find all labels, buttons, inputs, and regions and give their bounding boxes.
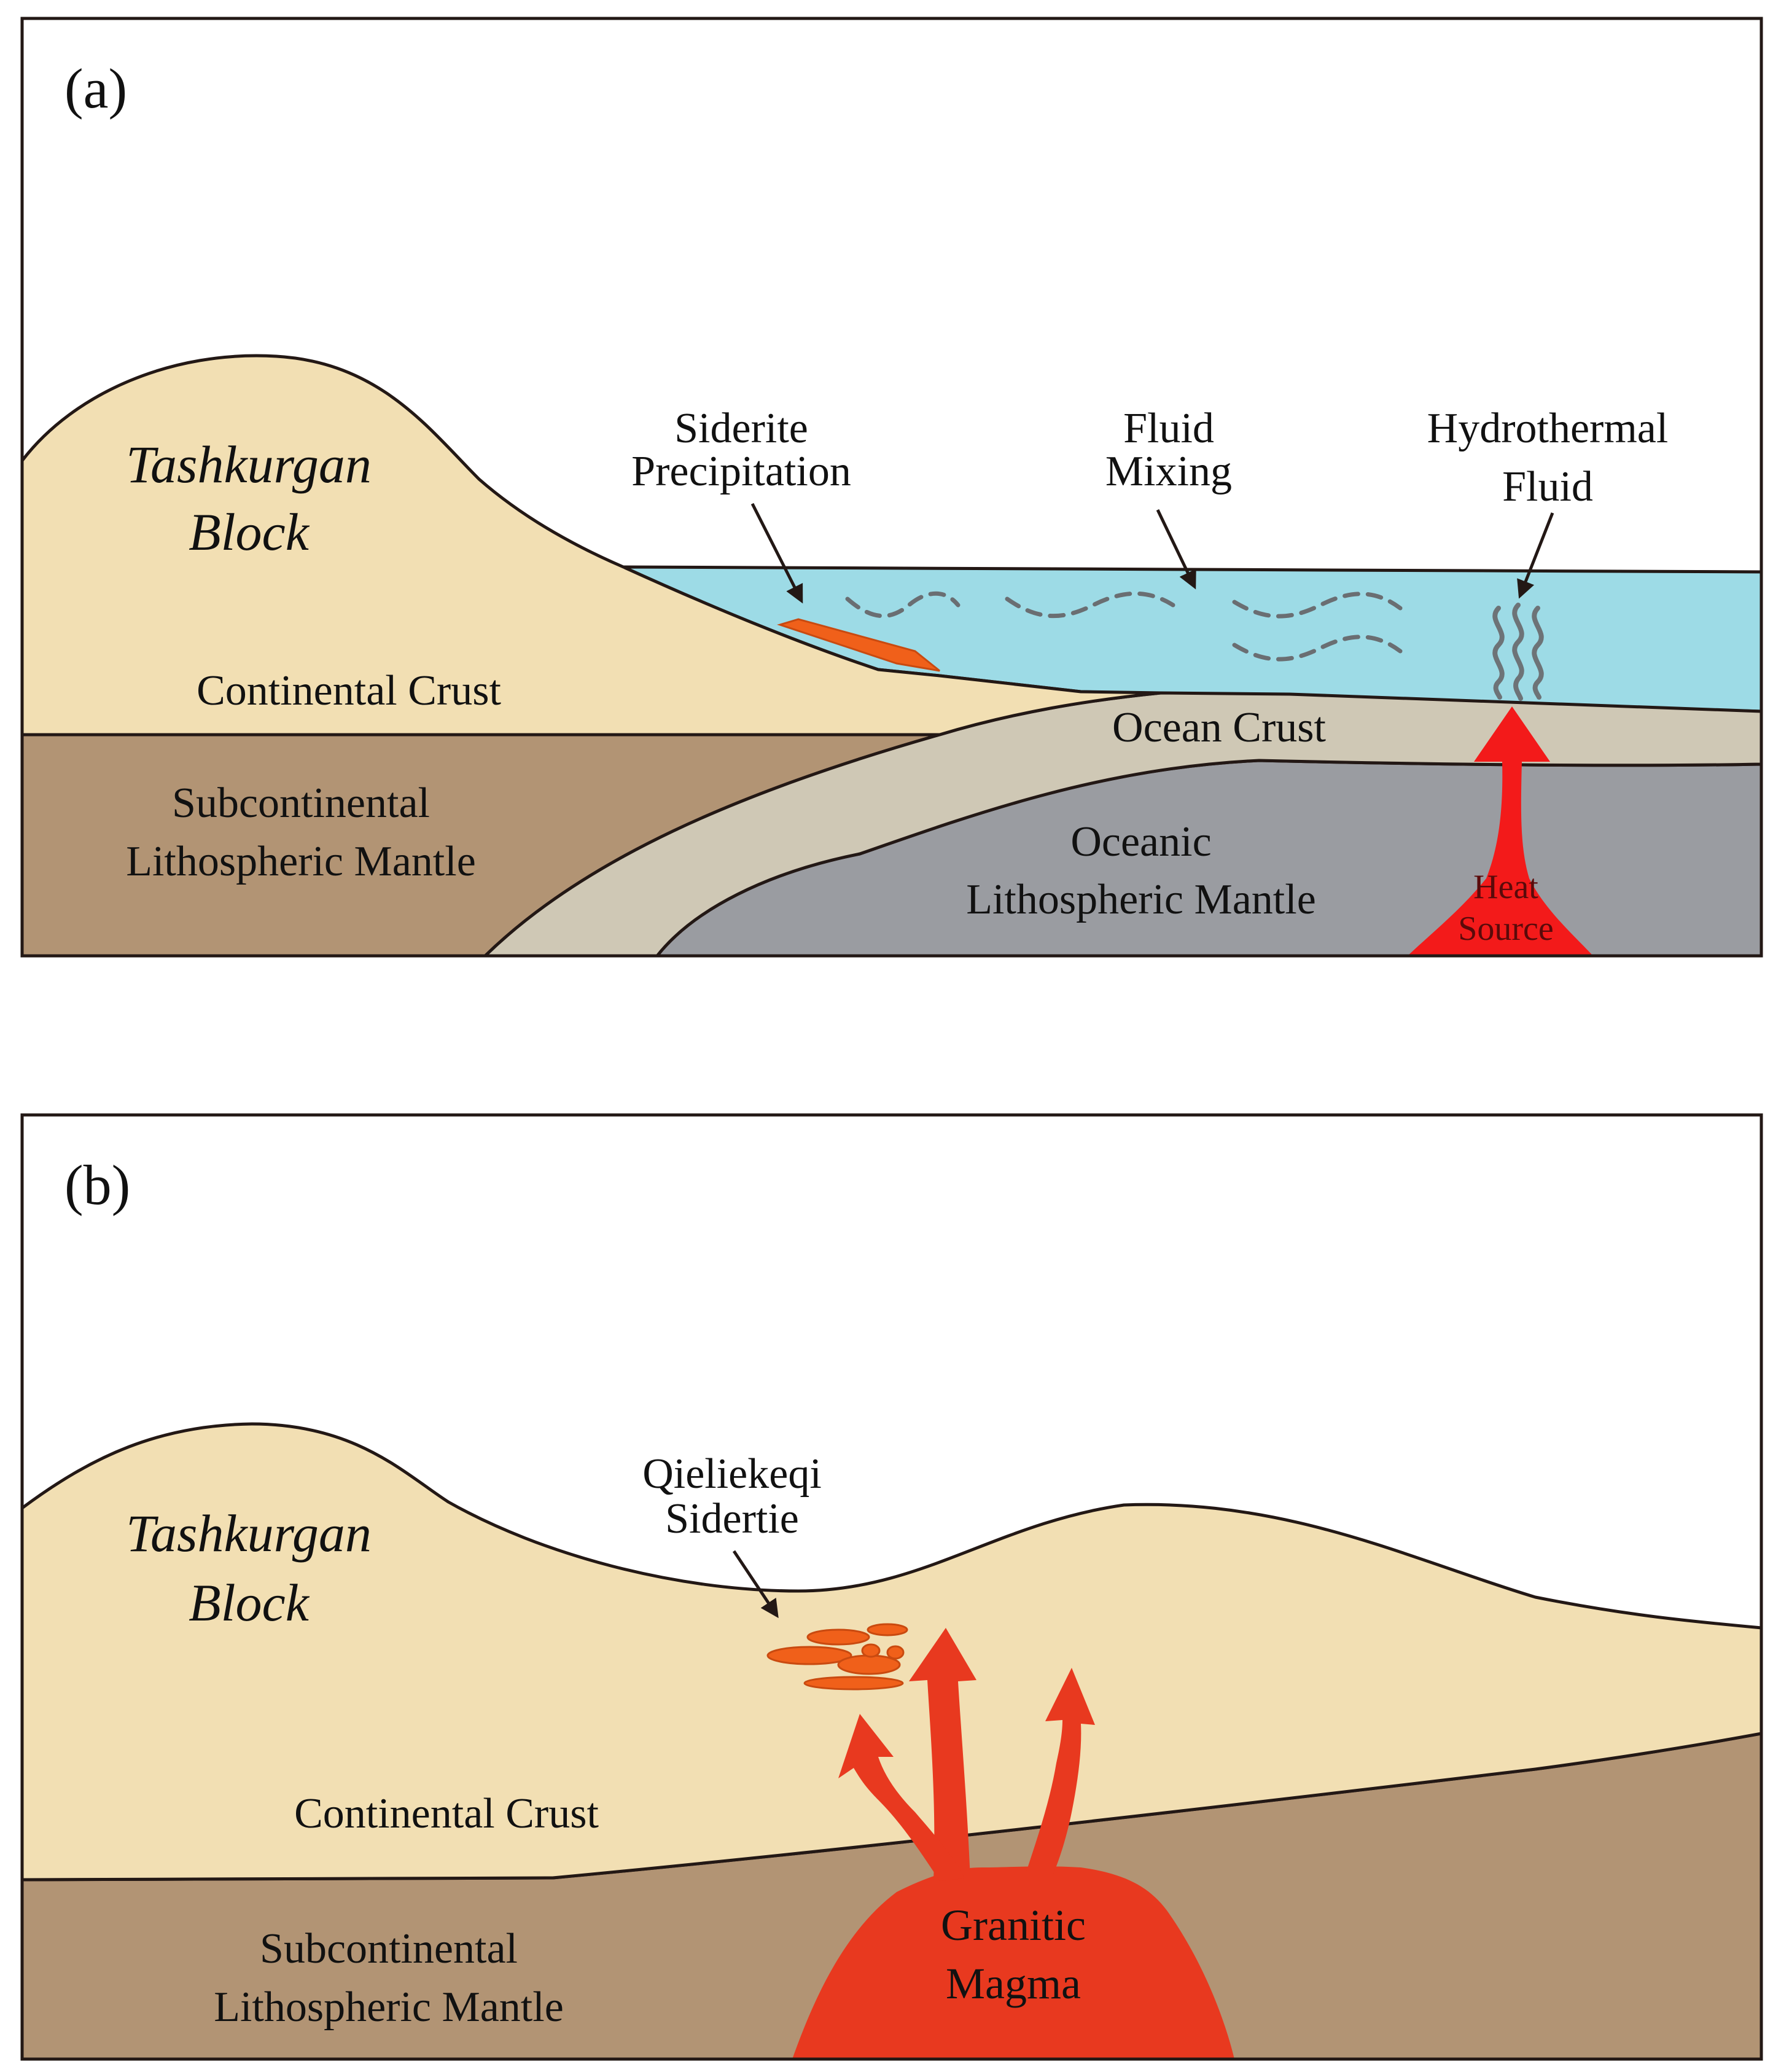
ocean-crust-label: Ocean Crust <box>1112 704 1327 751</box>
block-name-line2: Block <box>189 1573 310 1632</box>
panel-a-border <box>20 17 1763 958</box>
fluid-mixing-line2: Mixing <box>1105 448 1232 495</box>
siderite-precipitation-line1: Siderite <box>674 405 808 452</box>
siderite-deposit-line1: Qieliekeqi <box>642 1450 822 1498</box>
oceanic-mantle-line2: Lithospheric Mantle <box>966 876 1316 923</box>
continental-crust-label: Continental Crust <box>294 1790 599 1837</box>
granitic-magma <box>792 1866 1234 2059</box>
subcontinental-mantle-line2: Lithospheric Mantle <box>126 838 476 885</box>
panel-b-border <box>20 1113 1763 2061</box>
fluid-mixing-arrow <box>1156 509 1196 590</box>
siderite-lens <box>777 618 940 672</box>
block-name-line2: Block <box>189 502 310 561</box>
block-name-line1: Tashkurgan <box>126 1504 372 1563</box>
siderite-arrow <box>750 502 803 604</box>
panel-b-tag: (b) <box>64 1154 130 1216</box>
panel-a: (a) Tashkurgan Block Continental Crust S… <box>20 17 1763 958</box>
oceanic-mantle-line1: Oceanic <box>1070 818 1211 866</box>
magma-arrows <box>838 1628 1095 1881</box>
siderite-deposit-arrow <box>732 1550 779 1619</box>
granitic-magma-line1: Granitic <box>941 1901 1086 1950</box>
heat-source-line2: Source <box>1458 910 1554 948</box>
fluid-mixing-line1: Fluid <box>1123 405 1214 452</box>
granitic-magma-line2: Magma <box>946 1959 1081 2008</box>
hydrothermal-plumes <box>1492 603 1544 701</box>
hydrothermal-arrow <box>1517 512 1554 599</box>
heat-source <box>1408 706 1593 956</box>
hydrothermal-fluid-line1: Hydrothermal <box>1427 405 1669 452</box>
continental-crust <box>22 354 1163 737</box>
fluid-mixing-waves <box>845 591 1403 662</box>
panel-b: (b) Tashkurgan Block Qieliekeqi Sidertie… <box>20 1113 1763 2061</box>
siderite-orebodies <box>766 1623 908 1691</box>
subcontinental-mantle-line1: Subcontinental <box>172 780 430 827</box>
subcontinental-mantle-line2: Lithospheric Mantle <box>214 1984 564 2031</box>
subcontinental-mantle-line1: Subcontinental <box>260 1925 518 1972</box>
siderite-precipitation-line2: Precipitation <box>631 448 851 495</box>
block-name-line1: Tashkurgan <box>126 435 372 494</box>
heat-source-line1: Heat <box>1473 868 1538 906</box>
siderite-deposit-line2: Sidertie <box>665 1495 799 1542</box>
hydrothermal-fluid-line2: Fluid <box>1502 463 1593 510</box>
panel-a-tag: (a) <box>64 57 127 120</box>
continental-crust-label: Continental Crust <box>197 667 501 714</box>
